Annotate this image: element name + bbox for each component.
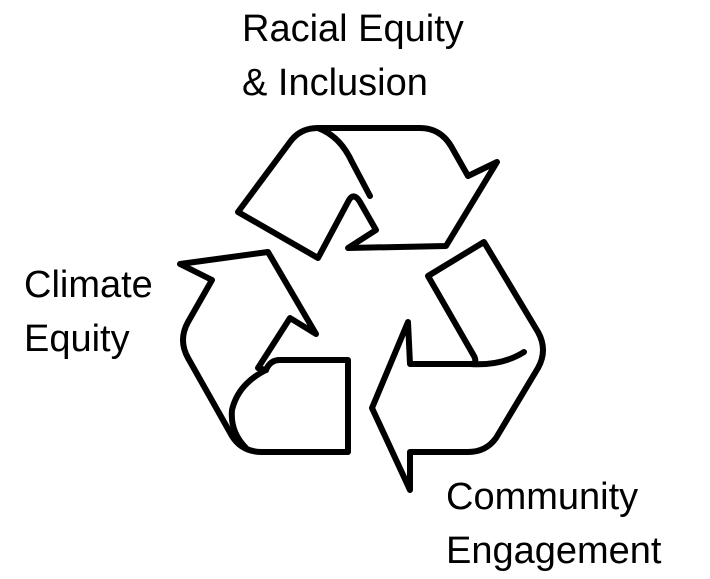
label-line: Racial Equity [242,8,464,50]
recycle-arrow-left-body [177,249,351,455]
recycle-arrow-right [369,239,546,493]
recycle-arrow-left-fold [228,367,269,451]
label-line: Community [446,476,639,518]
label-line: & Inclusion [242,62,428,104]
recycle-arrow-left [177,249,351,455]
label-racial-equity-inclusion: Racial Equity & Inclusion [242,2,464,110]
recycle-arrow-right-body [369,239,546,493]
label-climate-equity: Climate Equity [24,258,153,366]
recycle-arrow-top-fold [315,125,373,199]
recycle-arrow-right-fold [467,349,527,368]
label-line: Climate [24,264,153,306]
label-community-engagement: Community Engagement [446,470,662,578]
label-line: Equity [24,318,130,360]
label-line: Engagement [446,530,662,572]
recycle-arrow-top [235,125,500,261]
